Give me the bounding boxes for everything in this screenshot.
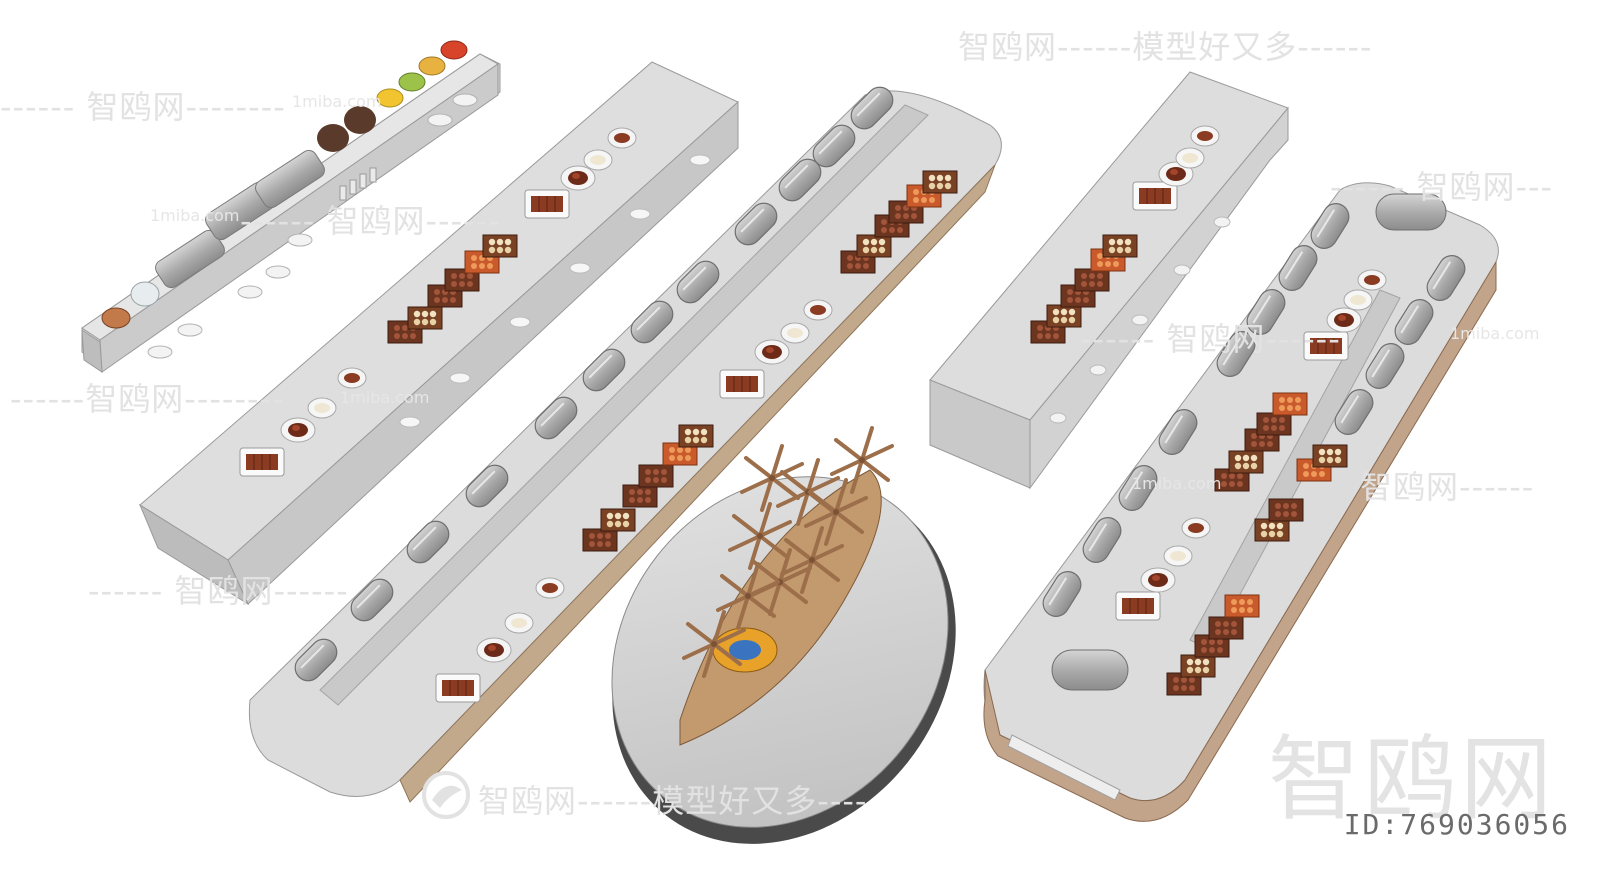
roll-top-chafing-dish	[1051, 193, 1447, 691]
buffet-counter-top-right	[929, 71, 1289, 490]
watermark-logo-text: 智鸥网	[1267, 726, 1556, 833]
buffet-counter-top-left	[81, 40, 501, 373]
model-id-label: ID:769036056	[1343, 808, 1570, 841]
oval-buffet-island	[611, 426, 956, 844]
watermark-logo-circle	[422, 771, 470, 819]
buffet-counter-right-rounded	[983, 182, 1499, 822]
buffet-counter-long-chafing	[248, 80, 1002, 803]
fruit-bowls	[376, 40, 468, 108]
condiment-jars	[339, 167, 377, 201]
glass-dome-dish	[101, 281, 160, 329]
soup-pots	[317, 106, 376, 152]
chafing-dish-rectangular	[155, 149, 325, 289]
buffet-counter-long-plain	[138, 61, 739, 606]
